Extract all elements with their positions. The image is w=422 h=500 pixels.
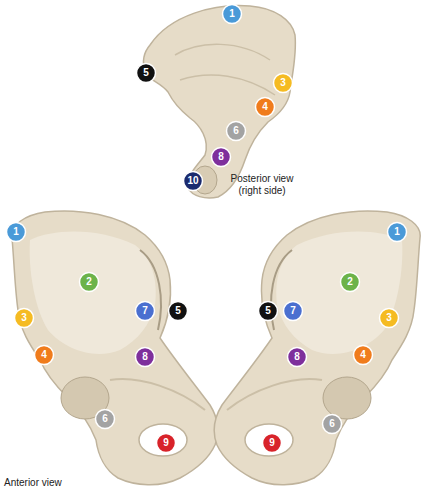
callout-number: 5 [136,63,156,83]
posterior-ilium [144,6,296,198]
callout-circle: 2 [340,272,360,292]
gluteal-line [180,75,275,95]
view-label: Anterior view [4,477,94,489]
view-label: Posterior view (right side) [222,173,302,197]
callout-circle: 6 [322,414,342,434]
callout-circle: 4 [255,97,275,117]
callout-number: 1 [222,4,242,24]
callout-circle: 9 [156,433,176,453]
callout-number: 9 [156,433,176,453]
callout-number: 2 [79,272,99,292]
callout-circle: 7 [283,301,303,321]
callout-number: 3 [14,308,34,328]
callout-number: 2 [340,272,360,292]
callout-number: 6 [322,414,342,434]
callout-circle: 1 [222,4,242,24]
callout-circle: 3 [379,308,399,328]
callout-circle: 6 [95,409,115,429]
callout-circle: 2 [79,272,99,292]
anterior-hip-bone-left [12,211,218,485]
callout-number: 6 [226,121,246,141]
callout-number: 4 [255,97,275,117]
callout-circle: 4 [353,345,373,365]
callout-circle: 1 [6,222,26,242]
callout-circle: 8 [287,347,307,367]
callout-number: 4 [34,345,54,365]
callout-number: 10 [183,171,203,191]
gluteal-line [175,44,270,60]
callout-number: 9 [262,433,282,453]
callout-circle: 8 [211,147,231,167]
callout-circle: 5 [168,301,188,321]
callout-circle: 5 [136,63,156,83]
callout-number: 5 [168,301,188,321]
callout-number: 7 [135,301,155,321]
callout-circle: 8 [135,347,155,367]
callout-number: 1 [387,222,407,242]
callout-number: 8 [211,147,231,167]
callout-circle: 10 [183,171,203,191]
callout-circle: 3 [273,73,293,93]
callout-circle: 3 [14,308,34,328]
callout-circle: 4 [34,345,54,365]
callout-number: 4 [353,345,373,365]
callout-circle: 7 [135,301,155,321]
callout-number: 3 [379,308,399,328]
callout-circle: 9 [262,433,282,453]
callout-number: 8 [287,347,307,367]
callout-number: 7 [283,301,303,321]
callout-circle: 5 [258,301,278,321]
callout-number: 6 [95,409,115,429]
callout-circle: 6 [226,121,246,141]
callout-number: 5 [258,301,278,321]
callout-number: 3 [273,73,293,93]
callout-number: 1 [6,222,26,242]
anterior-hip-bone-right [214,211,420,485]
callout-circle: 1 [387,222,407,242]
callout-number: 8 [135,347,155,367]
